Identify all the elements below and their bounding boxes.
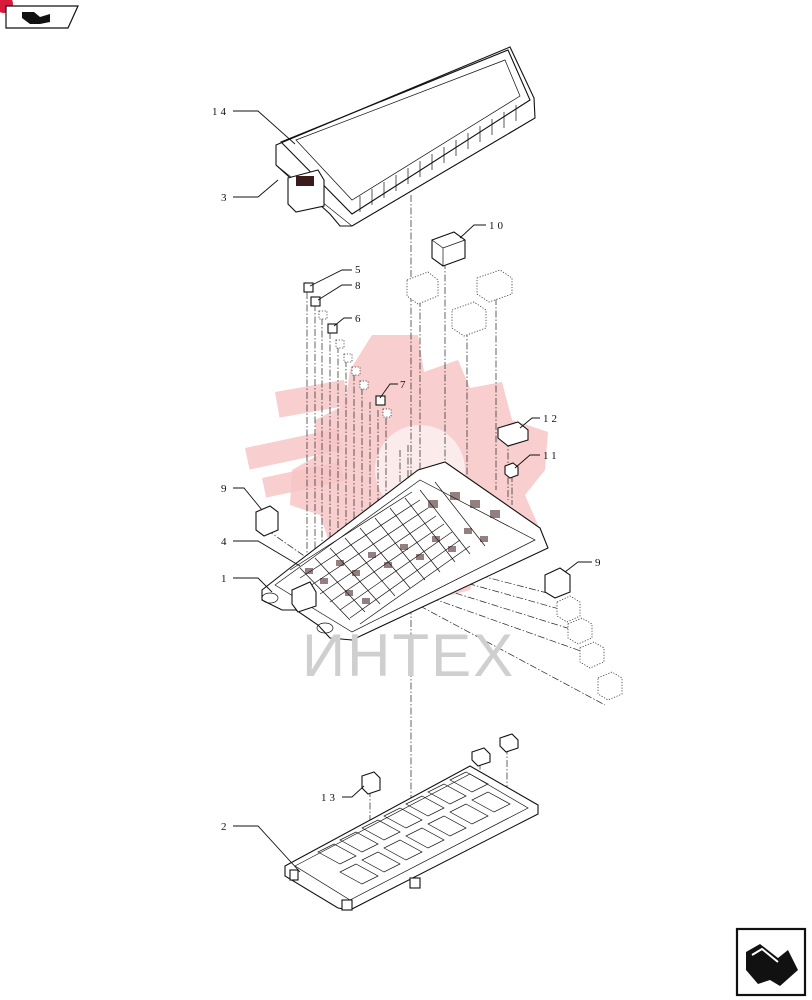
callout-12: 12	[543, 413, 560, 425]
clip-13	[361, 733, 519, 795]
callout-2: 2	[221, 821, 230, 833]
relay-ghost-a	[406, 271, 439, 305]
fuse-box-base	[284, 765, 539, 911]
forward-arrow-icon	[746, 944, 798, 986]
projection-lines	[266, 195, 606, 880]
callout-labels: 14 3 10 5 8 6 7 12 11 9 4 1 9 13 2	[212, 106, 604, 833]
mini-fuses	[303, 282, 392, 418]
relay-10	[431, 231, 466, 267]
next-page-button[interactable]	[735, 927, 807, 997]
callout-11: 11	[543, 450, 560, 462]
callout-10: 10	[489, 220, 506, 232]
callout-8: 8	[355, 280, 364, 292]
callout-3: 3	[221, 192, 230, 204]
watermark-text: ИНТЕХ	[302, 622, 515, 689]
callout-9-right: 9	[595, 557, 604, 569]
back-arrow-icon	[22, 12, 50, 24]
fuse-box-cover	[275, 46, 536, 227]
relay-ghost-b	[476, 269, 513, 303]
callout-6: 6	[355, 313, 364, 325]
relay-ghost-c	[451, 301, 487, 337]
relay-9-right	[544, 567, 623, 701]
callout-13: 13	[321, 792, 338, 804]
fuse-11	[504, 462, 519, 479]
leader-lines	[233, 110, 592, 873]
fuse-box-body	[261, 461, 549, 641]
callout-14: 14	[212, 106, 229, 118]
callout-9-left: 9	[221, 483, 230, 495]
relay-9-left	[255, 505, 279, 537]
prev-page-button[interactable]	[0, 0, 79, 29]
callout-4: 4	[221, 536, 230, 548]
callout-1: 1	[221, 573, 230, 585]
callout-7: 7	[400, 379, 409, 391]
callout-5: 5	[355, 264, 364, 276]
